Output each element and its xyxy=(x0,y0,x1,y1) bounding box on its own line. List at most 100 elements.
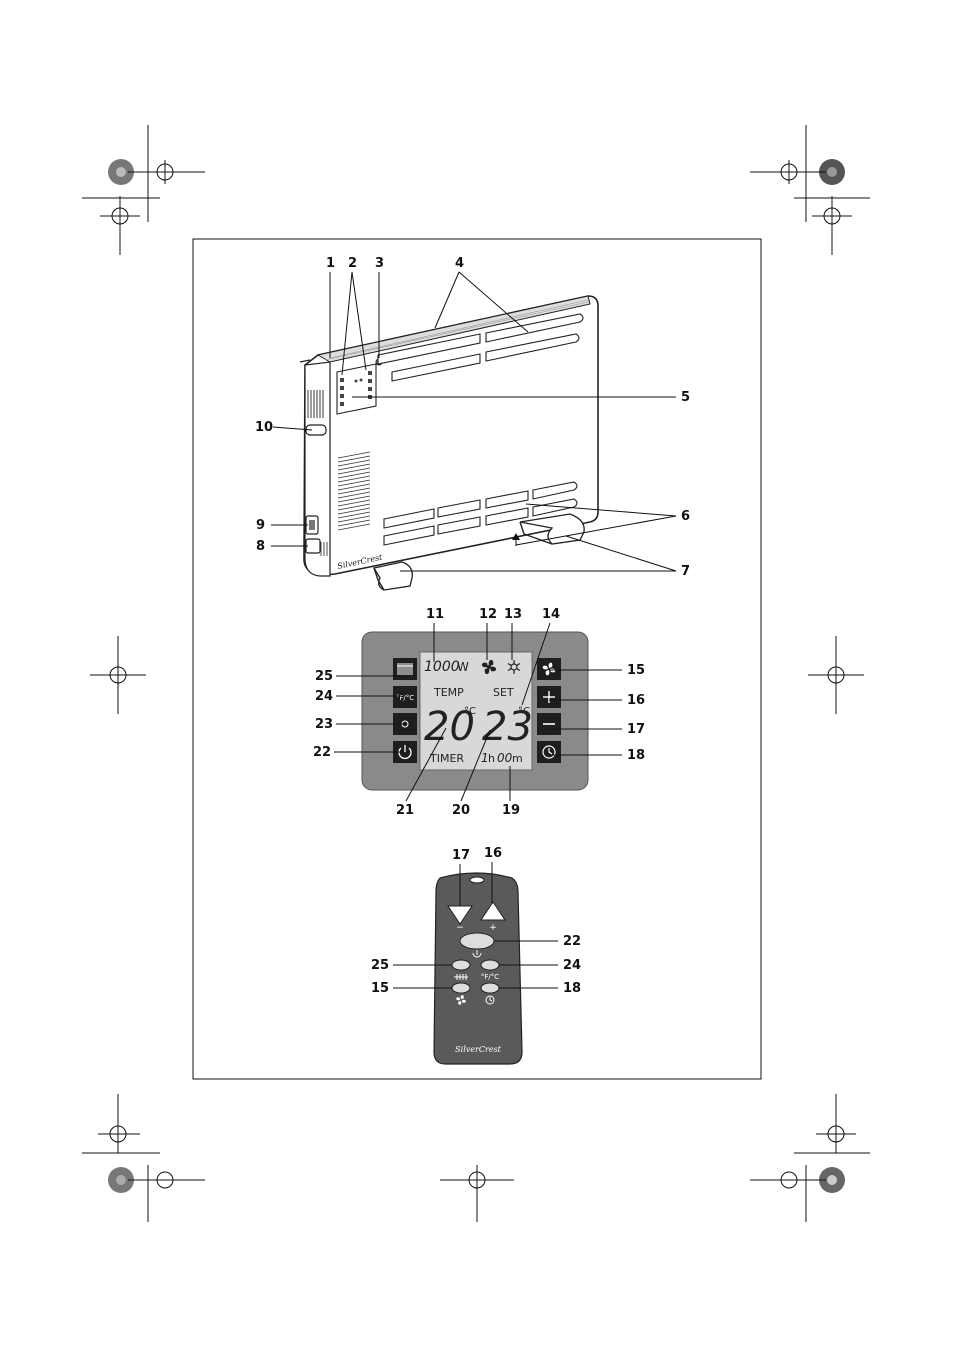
front-grille xyxy=(337,451,371,531)
clock-icon xyxy=(542,745,556,759)
air-outlet xyxy=(299,313,584,382)
callout-18: 18 xyxy=(627,748,645,763)
callout-21: 21 xyxy=(396,803,414,818)
callout-24: 24 xyxy=(315,689,333,704)
unit-toggle-button[interactable] xyxy=(393,686,417,708)
crosshair-icon xyxy=(794,1094,870,1154)
lcd-timer-minutes: 00 xyxy=(497,751,513,765)
remote-timer-button[interactable] xyxy=(480,982,500,994)
heating-level-icon xyxy=(454,974,468,980)
callout-4: 4 xyxy=(455,256,464,271)
heating-level-button[interactable] xyxy=(393,658,417,680)
registration-marks xyxy=(82,125,870,1222)
lcd-power-unit: W xyxy=(457,660,469,674)
air-outlet xyxy=(383,481,578,546)
remote-heating-level-button[interactable] xyxy=(451,959,471,971)
callout-17: 17 xyxy=(452,848,470,863)
clock-icon xyxy=(485,995,495,1005)
heater-illustration: SilverCrest xyxy=(299,295,599,591)
callout-25: 25 xyxy=(371,958,389,973)
power-icon xyxy=(472,950,482,958)
remote-fan-button[interactable] xyxy=(451,982,471,994)
control-panel: 1000 W TEMP SET 20 °C 23 °C TIMER 1 h 00… xyxy=(361,631,589,791)
plus-icon xyxy=(543,691,555,703)
crosshair-icon xyxy=(808,636,864,714)
callout-22: 22 xyxy=(313,745,331,760)
frost-protection-icon xyxy=(507,660,521,674)
callout-15: 15 xyxy=(627,663,645,678)
remote-body xyxy=(433,872,523,1065)
remote-control: − + °F/°C SilverCrest xyxy=(433,872,523,1065)
lcd-temp-label: TEMP xyxy=(433,686,464,699)
lcd-timer-hours-unit: h xyxy=(488,752,495,765)
crosshair-icon xyxy=(750,125,826,222)
lcd-set-label: SET xyxy=(493,686,514,699)
unit-toggle-label: °F/°C xyxy=(396,694,414,702)
power-cord-socket xyxy=(305,538,321,554)
callout-25: 25 xyxy=(315,669,333,684)
callout-2: 2 xyxy=(348,256,357,271)
crosshair-icon xyxy=(128,1165,205,1222)
callout-13: 13 xyxy=(504,607,522,622)
frost-button[interactable] xyxy=(393,713,417,735)
callout-10: 10 xyxy=(255,420,273,435)
crosshair-icon xyxy=(90,636,146,714)
lcd-screen xyxy=(419,651,533,771)
heating-level-icon xyxy=(397,663,413,675)
crosshair-icon xyxy=(440,1165,514,1222)
power-icon xyxy=(398,745,412,760)
callout-9: 9 xyxy=(256,518,265,533)
crosshair-icon xyxy=(128,125,205,222)
lcd-timer-label: TIMER xyxy=(429,752,464,765)
crosshair-icon xyxy=(750,1165,826,1222)
remote-brand-logo: SilverCrest xyxy=(455,1045,501,1054)
fan-icon xyxy=(481,659,497,675)
lcd-room-temp-unit: °C xyxy=(464,706,476,717)
fan-icon xyxy=(456,995,466,1005)
callout-11: 11 xyxy=(426,607,444,622)
callout-5: 5 xyxy=(681,390,690,405)
heater-callouts: 1 2 3 4 5 6 7 8 9 10 xyxy=(255,256,690,579)
lcd-set-temp: 23 xyxy=(482,704,533,750)
lcd-room-temp: 20 xyxy=(424,704,475,750)
panel-callouts: 11 12 13 14 15 16 17 18 19 20 21 22 23 2… xyxy=(313,607,645,818)
callout-22: 22 xyxy=(563,934,581,949)
callout-7: 7 xyxy=(681,564,690,579)
remote-up-button[interactable] xyxy=(480,901,506,921)
figure-frame xyxy=(192,238,762,1080)
callout-14: 14 xyxy=(542,607,560,622)
callout-16: 16 xyxy=(627,693,645,708)
remote-ir-window xyxy=(469,876,485,884)
remote-power-button[interactable] xyxy=(459,932,495,950)
remote-minus-label: − xyxy=(456,923,464,933)
callout-15: 15 xyxy=(371,981,389,996)
heater-control-panel xyxy=(336,363,377,415)
callout-6: 6 xyxy=(681,509,690,524)
remote-callouts: 17 16 22 25 24 15 18 xyxy=(371,846,581,996)
lcd-set-temp-unit: °C xyxy=(518,706,530,717)
callout-1: 1 xyxy=(326,256,335,271)
lcd-power-value: 1000 xyxy=(424,659,460,675)
lcd-timer-hours: 1 xyxy=(481,751,489,765)
remote-unit-toggle-button[interactable] xyxy=(480,959,500,971)
callout-19: 19 xyxy=(502,803,520,818)
remote-unit-toggle-label: °F/°C xyxy=(481,973,499,981)
crosshair-icon xyxy=(82,196,160,255)
fan-button[interactable] xyxy=(537,658,561,680)
lcd-timer-minutes-unit: m xyxy=(512,752,523,765)
callout-17: 17 xyxy=(627,722,645,737)
callout-18: 18 xyxy=(563,981,581,996)
crosshair-icon xyxy=(794,196,870,255)
callout-12: 12 xyxy=(479,607,497,622)
callout-24: 24 xyxy=(563,958,581,973)
remote-plus-label: + xyxy=(489,923,497,933)
side-vent xyxy=(307,390,324,418)
callout-23: 23 xyxy=(315,717,333,732)
callout-20: 20 xyxy=(452,803,470,818)
callout-3: 3 xyxy=(375,256,384,271)
crosshair-icon xyxy=(82,1094,160,1154)
heater-foot xyxy=(372,561,413,591)
callout-16: 16 xyxy=(484,846,502,861)
fan-icon xyxy=(542,662,556,676)
